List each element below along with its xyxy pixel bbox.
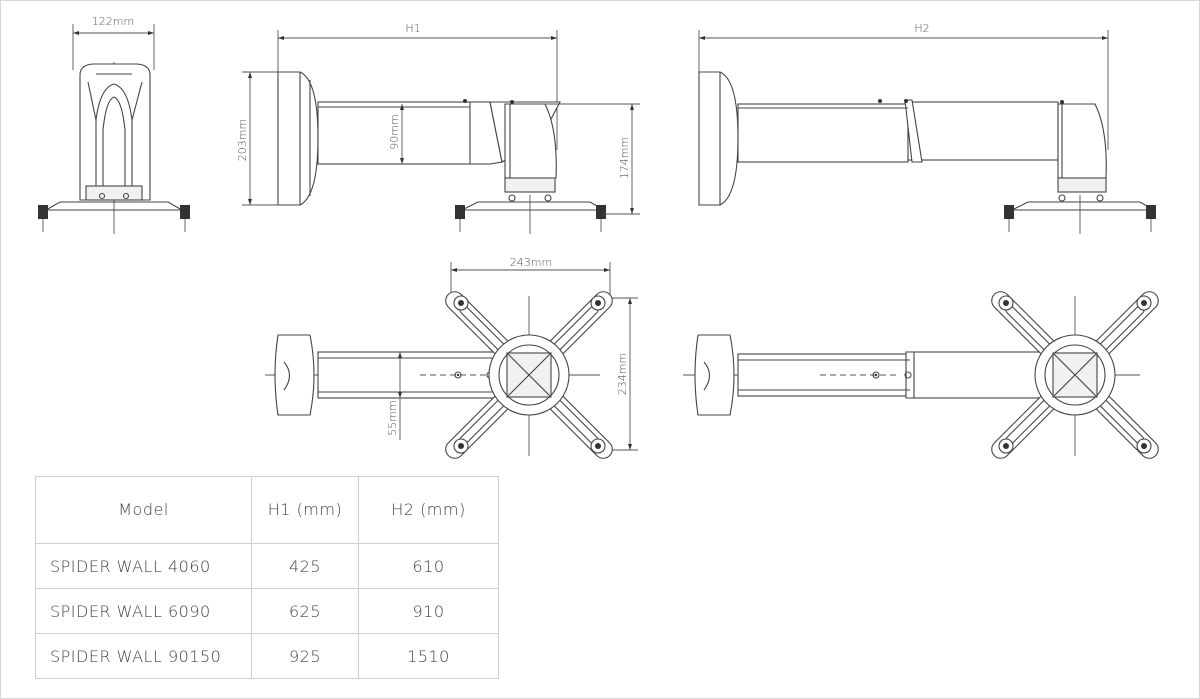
side-view-short: H1 203mm 90mm bbox=[236, 22, 640, 234]
h1-cell: 425 bbox=[251, 543, 359, 589]
arm-height-label: 90mm bbox=[388, 114, 401, 149]
model-cell: SPIDER WALL 6090 bbox=[35, 588, 252, 634]
model-cell: SPIDER WALL 90150 bbox=[35, 633, 252, 679]
spec-table: Model H1 (mm) H2 (mm) SPIDER WALL 4060 4… bbox=[35, 476, 499, 679]
header-model: Model bbox=[35, 476, 252, 544]
h2-label: H2 bbox=[914, 22, 929, 35]
h2-cell: 910 bbox=[358, 588, 499, 634]
table-row: SPIDER WALL 4060 425 610 bbox=[35, 543, 499, 589]
h1-cell: 925 bbox=[251, 633, 359, 679]
table-row: SPIDER WALL 90150 925 1510 bbox=[35, 633, 499, 679]
side-view-long: H2 bbox=[698, 22, 1157, 234]
top-view-long bbox=[683, 291, 1159, 459]
top-view-short: 243mm 234mm 55mm bbox=[265, 256, 638, 459]
front-view: 122mm bbox=[38, 15, 190, 234]
h2-cell: 610 bbox=[358, 543, 499, 589]
table-row: SPIDER WALL 6090 625 910 bbox=[35, 588, 499, 634]
header-h2: H2 (mm) bbox=[358, 476, 499, 544]
tube-width-label: 55mm bbox=[386, 400, 399, 435]
mount-height-label: 174mm bbox=[618, 137, 631, 179]
header-h1: H1 (mm) bbox=[251, 476, 359, 544]
table-header-row: Model H1 (mm) H2 (mm) bbox=[35, 476, 499, 544]
spider-width-label: 243mm bbox=[510, 256, 552, 269]
h1-label: H1 bbox=[405, 22, 420, 35]
h1-cell: 625 bbox=[251, 588, 359, 634]
side-height-label: 203mm bbox=[236, 119, 249, 161]
spider-height-label: 234mm bbox=[616, 353, 629, 395]
front-width-label: 122mm bbox=[92, 15, 134, 28]
model-cell: SPIDER WALL 4060 bbox=[35, 543, 252, 589]
h2-cell: 1510 bbox=[358, 633, 499, 679]
